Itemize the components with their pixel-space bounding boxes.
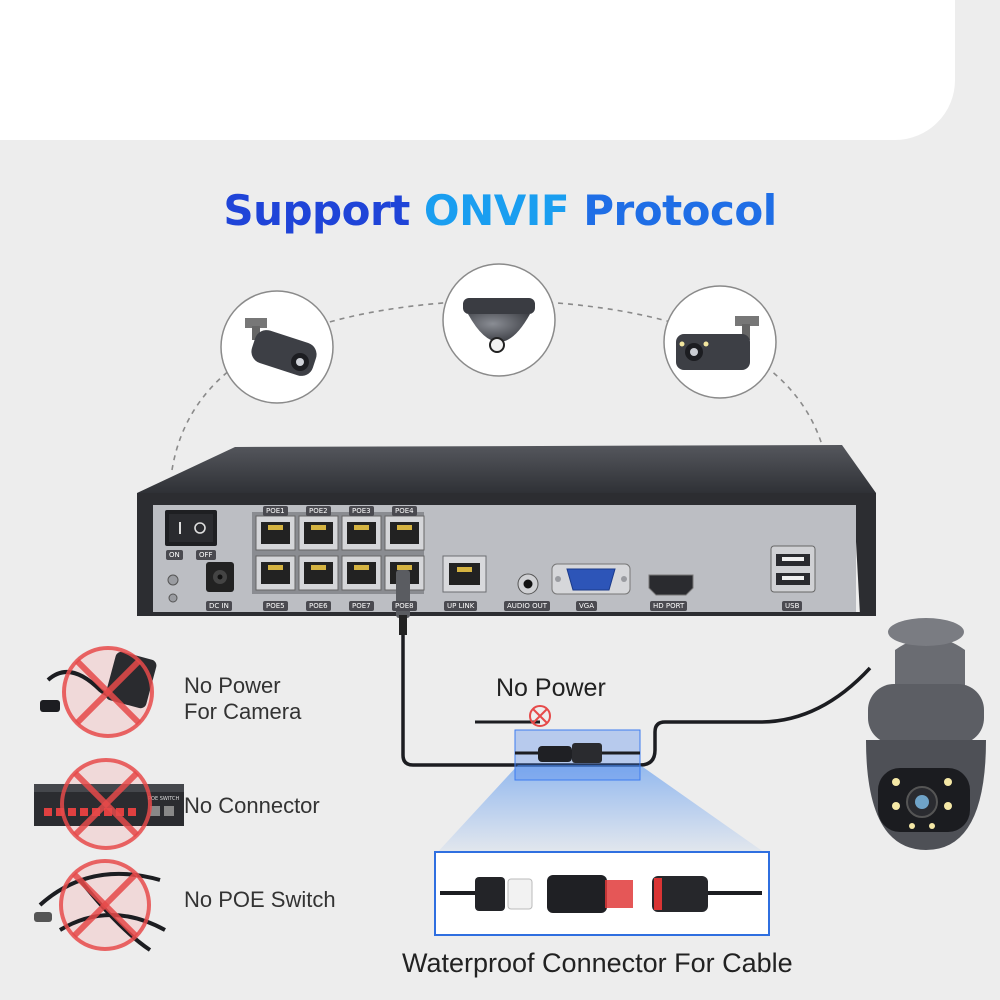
bullet-camera-icon xyxy=(245,318,317,376)
audio-out-label: AUDIO OUT xyxy=(504,601,551,611)
switch-off-label: OFF xyxy=(196,550,216,560)
title-word-protocol: Protocol xyxy=(583,186,777,235)
zoom-beam xyxy=(435,765,768,855)
ptz-camera xyxy=(866,618,986,850)
nvr-device xyxy=(137,445,876,616)
poe-port-4[interactable] xyxy=(384,515,425,551)
poe-port-2[interactable] xyxy=(298,515,339,551)
poe8-label: POE8 xyxy=(392,601,417,611)
camera-circle-2 xyxy=(442,263,556,377)
usb-label: USB xyxy=(782,601,803,611)
poe-port-3[interactable] xyxy=(341,515,382,551)
no-power-for-camera-label: No Power For Camera xyxy=(184,673,301,725)
poe2-label: POE2 xyxy=(306,506,331,516)
waterproof-connector-image xyxy=(440,875,762,913)
poe3-label: POE3 xyxy=(349,506,374,516)
cable-no-power-label: No Power xyxy=(496,674,606,702)
poe1-label: POE1 xyxy=(263,506,288,516)
no-poe-switch-label: No POE Switch xyxy=(184,887,336,912)
splitter-cable-icon xyxy=(34,859,166,952)
camera-circle-1 xyxy=(220,290,334,404)
no-power-line2: For Camera xyxy=(184,699,302,724)
poe5-label: POE5 xyxy=(263,601,288,611)
bullet-camera-icon xyxy=(676,316,759,370)
poe-switch-icon: POE SWITCH xyxy=(34,758,184,850)
no-power-line1: No Power xyxy=(184,673,281,698)
poe-port-7[interactable] xyxy=(341,555,382,591)
poe-port-1[interactable] xyxy=(255,515,296,551)
no-connector-label: No Connector xyxy=(184,793,320,818)
hd-port xyxy=(648,574,694,596)
dc-in-label: DC IN xyxy=(206,601,232,611)
waterproof-connector-label: Waterproof Connector For Cable xyxy=(402,948,793,978)
no-power-prohibit-icon xyxy=(529,705,551,727)
switch-on-label: ON xyxy=(166,550,183,560)
title-word-onvif: ONVIF xyxy=(423,186,570,235)
dome-camera-icon xyxy=(463,298,535,353)
small-connector xyxy=(515,743,640,763)
poe4-label: POE4 xyxy=(392,506,417,516)
power-adapter-icon xyxy=(40,646,157,738)
page-title: Support ONVIF Protocol xyxy=(0,186,1000,235)
poe7-label: POE7 xyxy=(349,601,374,611)
poe-switch-tag: POE SWITCH xyxy=(148,796,180,802)
nvr-rear-io xyxy=(442,545,816,596)
title-word-support: Support xyxy=(223,186,410,235)
hd-port-label: HD PORT xyxy=(650,601,688,611)
camera-circle-3 xyxy=(663,285,777,399)
poe-port-5[interactable] xyxy=(255,555,296,591)
vga-label: VGA xyxy=(576,601,598,611)
poe-port-group xyxy=(255,515,425,591)
uplink-label: UP LINK xyxy=(444,601,478,611)
usb-port xyxy=(770,545,816,593)
poe6-label: POE6 xyxy=(306,601,331,611)
poe-port-6[interactable] xyxy=(298,555,339,591)
top-banner-panel xyxy=(0,0,955,140)
